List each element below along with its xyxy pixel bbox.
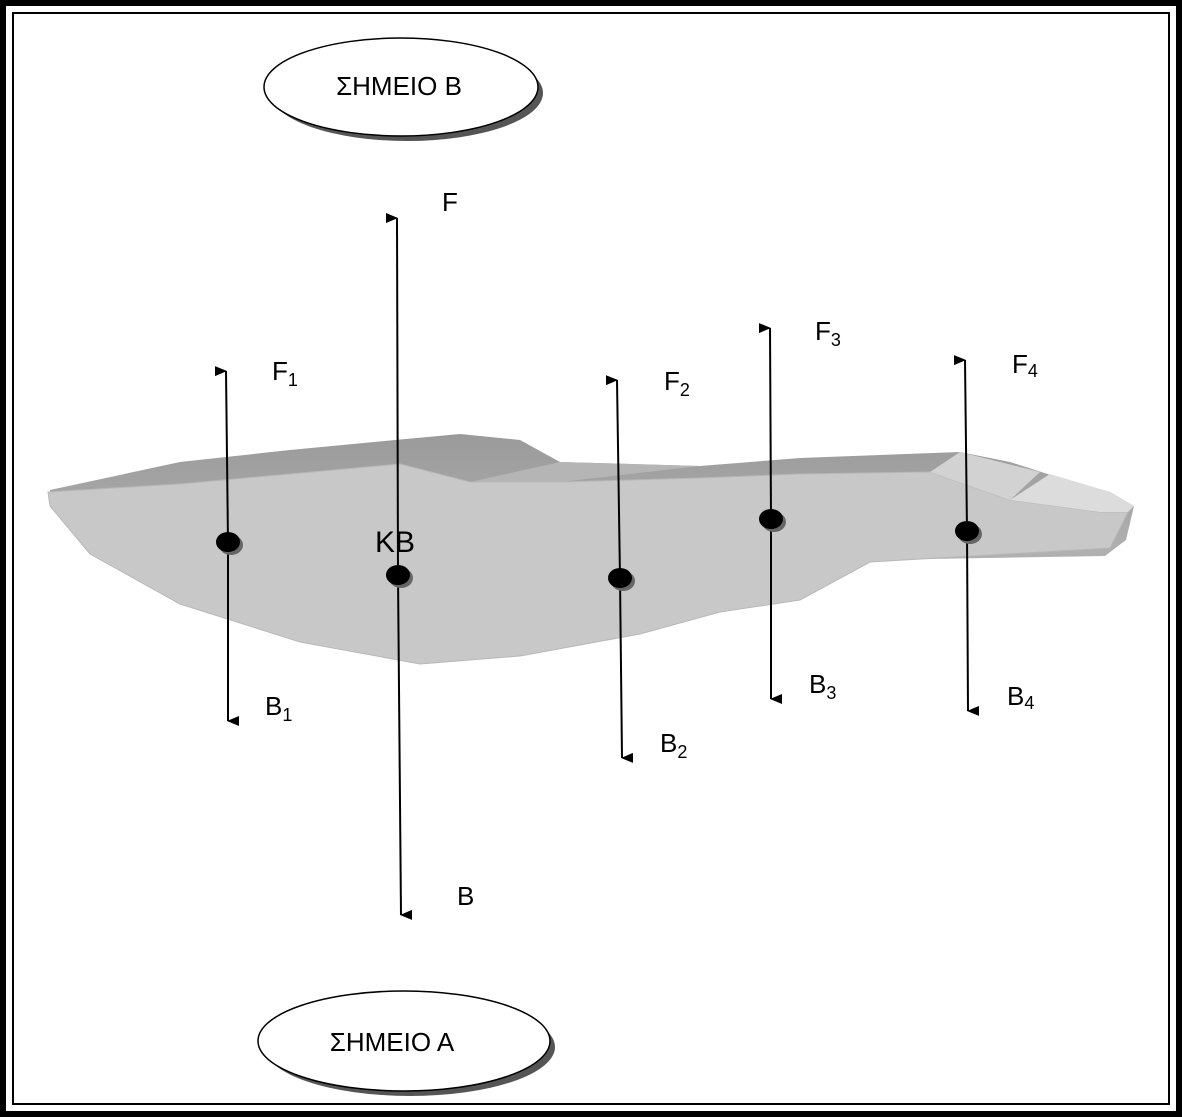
center-label: ΚΒ (375, 526, 415, 559)
force-4-point (955, 521, 979, 541)
force-3-up-arrow (758, 323, 772, 520)
resultant-forces: F B ΚΒ (375, 187, 474, 920)
force-pair-4: F4 B4 (953, 349, 1038, 716)
kb-point (386, 565, 410, 585)
force-2-down-arrow (619, 577, 634, 763)
force-4-up-label: F4 (1012, 349, 1038, 381)
force-4-up-arrow (953, 355, 968, 532)
force-3-point (759, 509, 783, 529)
resultant-down-arrow (397, 574, 413, 920)
force-2-point (608, 568, 632, 588)
force-2-down-label: B2 (660, 728, 687, 762)
force-4-down-arrow (966, 530, 980, 716)
force-4-down-label: B4 (1007, 681, 1034, 713)
force-1-up-label: F1 (272, 356, 298, 390)
resultant-up-label: F (442, 187, 458, 217)
force-pair-3: F3 B3 (758, 316, 841, 704)
force-3-up-label: F3 (815, 316, 841, 350)
force-pair-2: F2 B2 (605, 366, 690, 763)
force-1-point (216, 532, 240, 552)
point-b-oval: ΣΗΜΕΙΟ Β (263, 37, 543, 141)
point-b-label: ΣΗΜΕΙΟ Β (336, 71, 462, 101)
force-3-down-label: B3 (809, 669, 836, 703)
inner-frame (12, 12, 1170, 1105)
gray-body (47, 434, 1134, 665)
force-2-up-arrow (605, 375, 621, 579)
force-1-up-arrow (214, 366, 229, 543)
force-pair-1: F1 B1 (214, 356, 298, 726)
resultant-down-label: B (457, 881, 474, 911)
resultant-up-arrow (385, 213, 399, 576)
point-a-label: ΣΗΜΕΙΟ Α (330, 1027, 455, 1057)
force-2-up-label: F2 (664, 366, 690, 400)
point-a-oval: ΣΗΜΕΙΟ Α (257, 990, 555, 1096)
force-1-down-label: B1 (265, 691, 292, 725)
